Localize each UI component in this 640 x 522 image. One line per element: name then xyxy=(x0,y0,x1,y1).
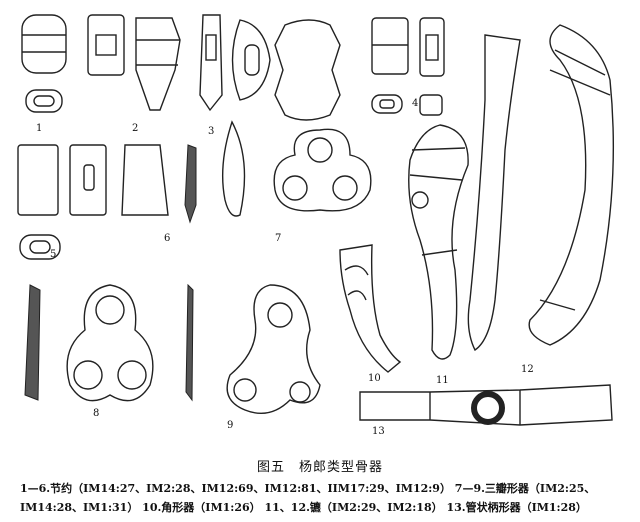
label-11: 11 xyxy=(436,375,449,386)
item-4-strap-junction xyxy=(371,17,445,116)
item-8-trilobed-ornament xyxy=(24,283,194,402)
label-4: 4 xyxy=(412,98,418,109)
label-13: 13 xyxy=(372,426,385,437)
label-7: 7 xyxy=(275,233,281,244)
figure-title: 图五 杨郎类型骨器 xyxy=(256,460,383,475)
label-3: 3 xyxy=(208,126,214,137)
label-2: 2 xyxy=(132,123,138,134)
caption-line-1: 1—6.节约（IM14:27、IM2:28、IM12:69、IM12:81、II… xyxy=(20,482,596,495)
item-2-strap-junction xyxy=(135,14,223,112)
label-8: 8 xyxy=(93,408,99,419)
item-12-cheekpiece xyxy=(467,24,615,352)
caption-line-2: IM14:28、IM1:31） 10.角形器（IM1:26） 11、12.镳（I… xyxy=(20,501,587,514)
item-11-cheekpiece xyxy=(408,124,469,360)
label-12: 12 xyxy=(521,364,534,375)
figure-caption: 1—6.节约（IM14:27、IM2:28、IM12:69、IM12:81、II… xyxy=(20,479,630,517)
item-7-trilobed-ornament xyxy=(221,120,372,217)
item-9-trilobed-ornament xyxy=(226,284,321,414)
label-10: 10 xyxy=(368,373,381,384)
figure-drawings: 1 2 3 4 5 6 7 8 9 10 11 12 13 xyxy=(17,14,615,437)
label-5: 5 xyxy=(50,249,56,260)
item-5-strap-junction xyxy=(17,144,107,260)
item-10-horn-shaped-object xyxy=(339,244,402,373)
label-6: 6 xyxy=(164,233,170,244)
label-1: 1 xyxy=(36,123,42,134)
item-6-strap-junction xyxy=(121,144,197,224)
item-1-strap-junction xyxy=(21,14,125,113)
item-3-strap-junction xyxy=(231,19,341,121)
label-9: 9 xyxy=(227,420,233,431)
item-13-tubular-handle xyxy=(359,384,613,426)
